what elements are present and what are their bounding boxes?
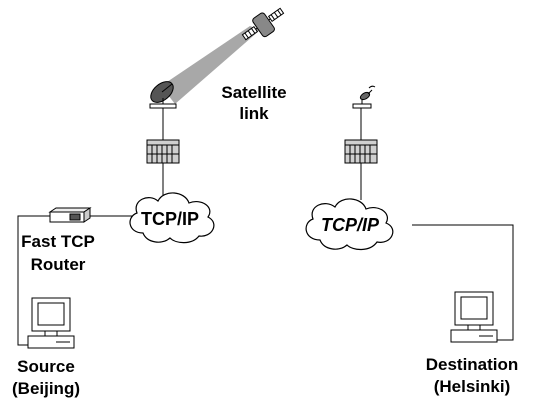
satellite-beam	[161, 26, 260, 104]
source-label-line1: Source	[17, 357, 75, 376]
satellite-dish-right-icon	[352, 85, 376, 109]
satellite-icon	[241, 7, 285, 41]
cloud-left-label: TCP/IP	[141, 209, 199, 229]
router-icon	[48, 207, 92, 223]
cloud-right-icon: TCP/IP	[305, 198, 394, 251]
cloud-right-label: TCP/IP	[321, 215, 380, 235]
destination-label-line2: (Helsinki)	[434, 377, 511, 396]
satellite-dish-left-icon	[149, 81, 177, 109]
connection-lines	[17, 108, 514, 346]
satellite-link-label-line2: link	[239, 104, 269, 123]
source-label-line2: (Beijing)	[12, 379, 80, 398]
cloud-left-icon: TCP/IP	[129, 192, 215, 244]
modem-right-icon	[344, 139, 378, 164]
computer-source-icon	[27, 297, 75, 349]
modem-left-icon	[146, 139, 180, 164]
satellite-link-label-line1: Satellite	[221, 83, 286, 102]
computer-destination-icon	[450, 291, 498, 343]
router-label-line2: Router	[31, 255, 86, 274]
router-label-line1: Fast TCP	[21, 232, 95, 251]
destination-label-line1: Destination	[426, 355, 519, 374]
